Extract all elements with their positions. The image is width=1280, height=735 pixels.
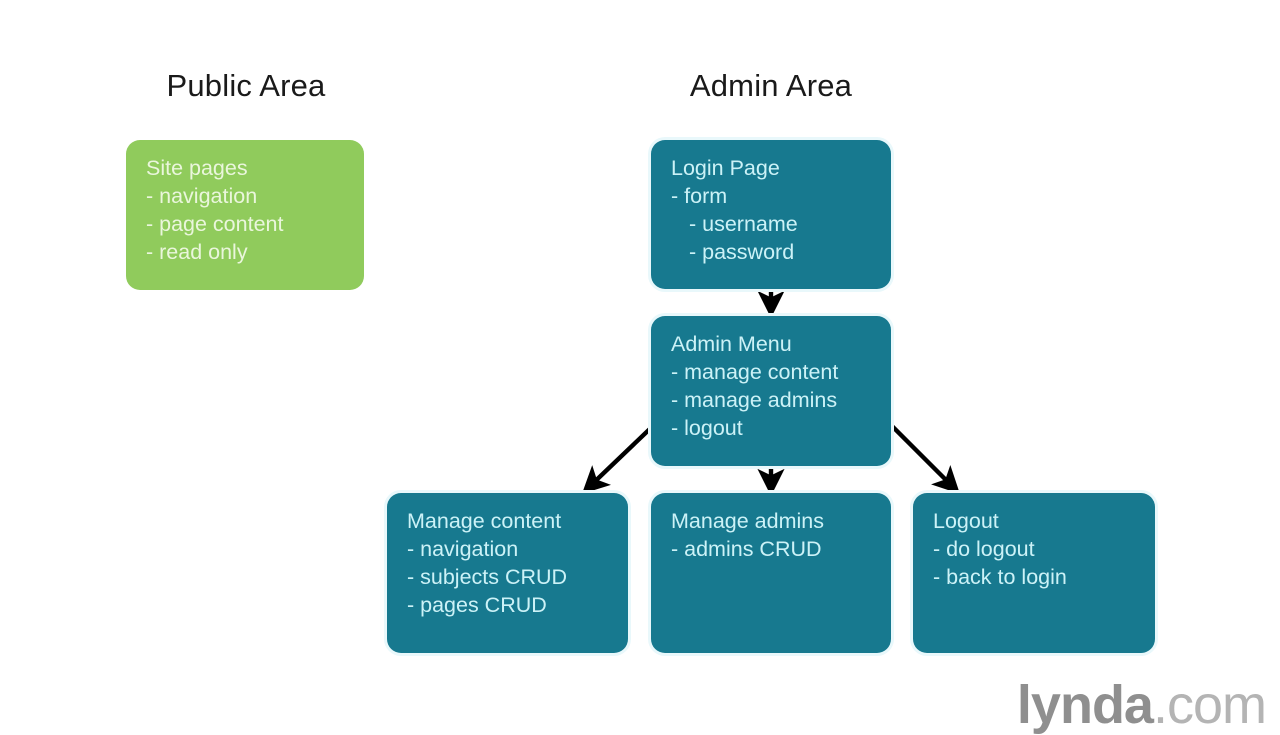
lynda-watermark: lynda.com [1016,675,1267,735]
public-area-heading: Public Area [166,68,326,103]
node-manage-content-line-3: - pages CRUD [407,593,547,617]
node-manage-content-line-1: - navigation [407,537,519,561]
node-site-pages-line-2: - page content [146,212,284,236]
arrow-admin-menu-to-manage-content [581,422,657,494]
node-admin-menu-line-2: - manage admins [671,388,838,412]
watermark-brand: lynda [1016,675,1154,735]
watermark-tld: .com [1152,675,1267,735]
node-manage-admins[interactable]: Manage admins - admins CRUD [651,493,891,653]
node-admin-menu-title: Admin Menu [671,332,792,356]
node-admin-menu-line-1: - manage content [671,360,839,384]
admin-area-heading: Admin Area [689,68,853,103]
node-login-page[interactable]: Login Page - form - username - password [651,140,891,289]
node-manage-admins-line-1: - admins CRUD [671,537,822,561]
node-login-page-title: Login Page [671,156,780,180]
node-login-page-line-2: - username [689,212,798,236]
node-logout[interactable]: Logout - do logout - back to login [913,493,1155,653]
node-login-page-line-1: - form [671,184,728,208]
node-logout-title: Logout [933,509,999,533]
node-admin-menu[interactable]: Admin Menu - manage content - manage adm… [651,316,891,466]
arrow-admin-menu-to-logout [886,420,960,494]
node-manage-content-title: Manage content [407,509,562,533]
node-site-pages-line-1: - navigation [146,184,258,208]
node-site-pages-title: Site pages [146,156,248,180]
node-site-pages[interactable]: Site pages - navigation - page content -… [126,140,364,290]
node-manage-admins-title: Manage admins [671,509,824,533]
node-logout-line-1: - do logout [933,537,1035,561]
node-admin-menu-line-3: - logout [671,416,743,440]
node-site-pages-line-3: - read only [146,240,248,264]
node-manage-content-line-2: - subjects CRUD [407,565,568,589]
node-logout-line-2: - back to login [933,565,1067,589]
node-login-page-line-3: - password [689,240,795,264]
diagram-canvas: Public Area Admin Area Site pages - navi… [126,68,1268,732]
node-manage-content[interactable]: Manage content - navigation - subjects C… [387,493,628,653]
